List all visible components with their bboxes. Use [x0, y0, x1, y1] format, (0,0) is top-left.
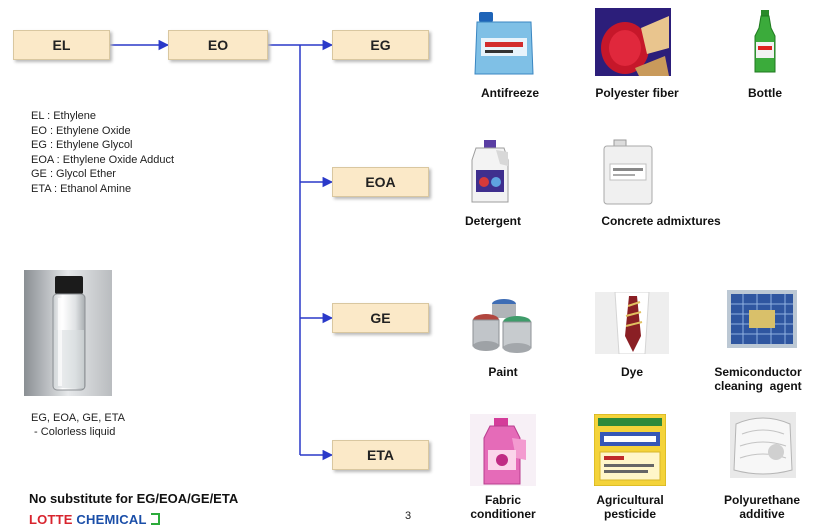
semiconductor-label-line2: cleaning agent [714, 379, 802, 393]
box-eo: EO [168, 30, 268, 60]
polyester-fiber-image [595, 8, 671, 76]
bottle-label: Bottle [748, 86, 782, 100]
logo-lotte-text: LOTTE [29, 512, 73, 527]
semiconductor-label: Semiconductor cleaning agent [708, 365, 808, 393]
paint-image [472, 299, 532, 353]
paint-label: Paint [488, 365, 518, 379]
box-ge: GE [332, 303, 429, 333]
legend-el: EL : Ethylene [31, 110, 97, 122]
agricultural-pesticide-label: Agricultural pesticide [580, 493, 680, 521]
legend-eta: ETA : Ethanol Amine [31, 182, 132, 195]
polyurethane-additive-image [730, 412, 796, 478]
agricultural-pesticide-label-line2: pesticide [603, 507, 657, 521]
fabric-conditioner-label: Fabric conditioner [458, 493, 548, 521]
polyurethane-additive-label: Polyurethane additive [712, 493, 812, 521]
polyurethane-additive-label-line1: Polyurethane [723, 493, 801, 507]
page-number: 3 [405, 510, 412, 522]
lotte-chemical-logo: LOTTE CHEMICAL [29, 512, 161, 527]
concrete-admixtures-label: Concrete admixtures [601, 214, 721, 228]
vial-caption-line1: EG, EOA, GE, ETA [31, 412, 125, 424]
box-eoa: EOA [332, 167, 429, 197]
logo-mark-icon [151, 513, 161, 525]
detergent-image [471, 140, 509, 203]
agricultural-pesticide-label-line1: Agricultural [596, 493, 664, 507]
fabric-conditioner-image [470, 414, 536, 486]
legend-eo: EO : Ethylene Oxide [31, 124, 131, 137]
no-substitute-note: No substitute for EG/EOA/GE/ETA [29, 491, 239, 506]
dye-label: Dye [620, 365, 643, 379]
vial-image [24, 270, 112, 396]
dye-image [595, 292, 669, 354]
fabric-conditioner-label-line2: conditioner [470, 507, 536, 521]
legend-eg: EG : Ethylene Glycol [31, 139, 133, 151]
polyurethane-additive-label-line2: additive [739, 507, 785, 521]
bottle-image [754, 10, 776, 73]
vial-caption: EG, EOA, GE, ETA - Colorless liquid [31, 411, 125, 439]
semiconductor-image [727, 290, 797, 348]
antifreeze-label: Antifreeze [480, 86, 539, 100]
polyester-fiber-label: Polyester fiber [595, 86, 679, 100]
legend-eoa: EOA : Ethylene Oxide Adduct [31, 153, 175, 166]
concrete-admixtures-image [603, 139, 653, 205]
box-eg: EG [332, 30, 429, 60]
antifreeze-image [474, 12, 534, 75]
legend-ge: GE : Glycol Ether [31, 168, 116, 180]
box-el: EL [13, 30, 110, 60]
fabric-conditioner-label-line1: Fabric [484, 493, 521, 507]
logo-chemical-text: CHEMICAL [72, 512, 147, 527]
box-eta: ETA [332, 440, 429, 470]
agricultural-pesticide-image [594, 414, 666, 486]
semiconductor-label-line1: Semiconductor [714, 365, 802, 379]
detergent-label: Detergent [464, 214, 521, 228]
abbreviation-legend: EL : Ethylene EO : Ethylene Oxide EG : E… [31, 109, 174, 196]
vial-caption-line2: - Colorless liquid [31, 426, 116, 438]
